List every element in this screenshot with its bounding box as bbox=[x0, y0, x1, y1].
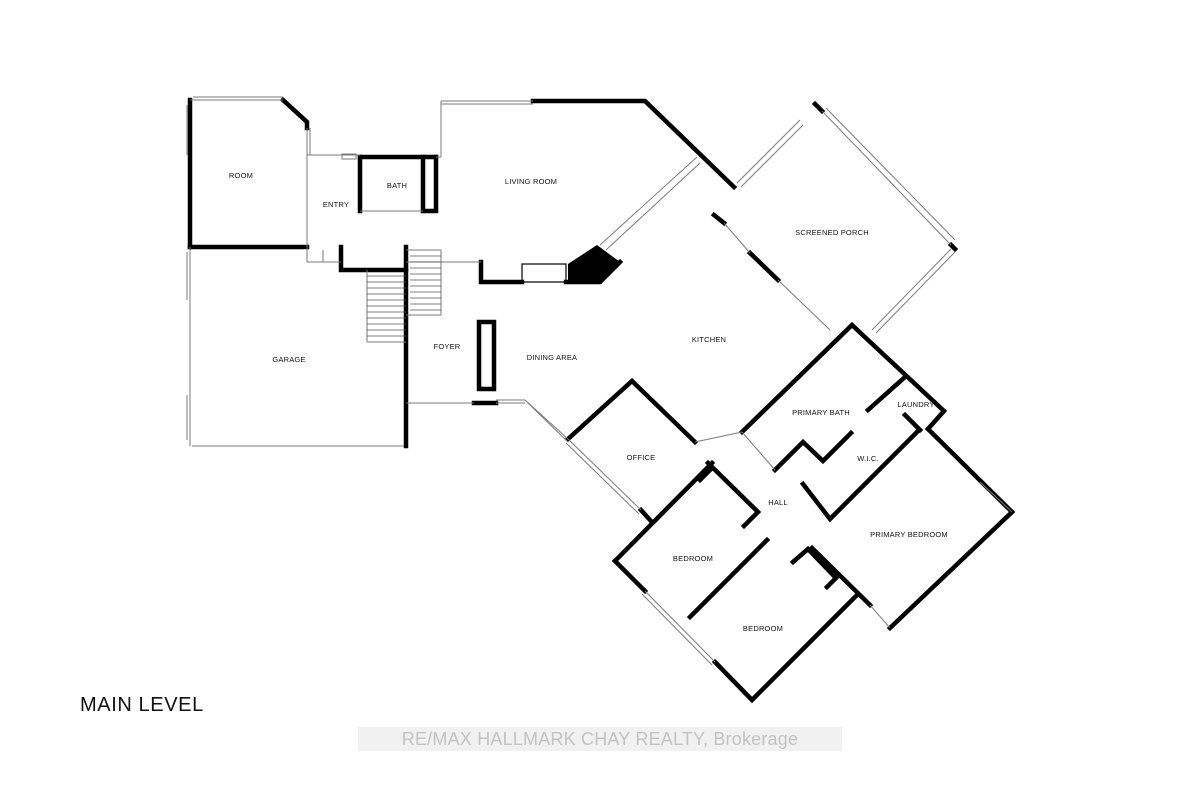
wall-room-ne bbox=[279, 96, 310, 131]
label-bedroom-2: BEDROOM bbox=[743, 624, 783, 633]
wall-primary-bath-north bbox=[738, 321, 948, 436]
wall-bedroom-1 bbox=[611, 459, 716, 565]
wall-porch-sw bbox=[746, 249, 782, 284]
label-kitchen: KITCHEN bbox=[692, 335, 726, 344]
wall-primary-bedroom bbox=[924, 425, 1016, 516]
walls bbox=[187, 96, 1016, 704]
label-primary-bath: PRIMARY BATH bbox=[792, 408, 850, 417]
label-entry: ENTRY bbox=[323, 200, 349, 209]
wall-laundry-inner bbox=[901, 411, 924, 434]
wall-garage-landing bbox=[338, 244, 409, 273]
label-primary-bedroom: PRIMARY BEDROOM bbox=[870, 530, 948, 539]
wall-bedroom-2 bbox=[711, 592, 860, 704]
label-hall: HALL bbox=[768, 498, 788, 507]
level-title: MAIN LEVEL bbox=[80, 694, 204, 716]
wall-office bbox=[564, 377, 699, 446]
wall-primary-bedroom-south bbox=[886, 508, 1016, 632]
wall-primary-bedroom-west bbox=[808, 544, 874, 609]
wall-porch-nw bbox=[710, 211, 728, 227]
dining-counter bbox=[476, 319, 497, 392]
label-room: ROOM bbox=[229, 171, 253, 180]
label-bath: BATH bbox=[387, 181, 407, 190]
fireplace bbox=[568, 245, 620, 282]
label-screened-porch: SCREENED PORCH bbox=[795, 228, 869, 237]
wall-bedroom-divider bbox=[686, 536, 771, 621]
wall-bedroom-1-west bbox=[611, 557, 649, 595]
stair-treads bbox=[367, 255, 441, 337]
wall-porch-se bbox=[947, 241, 959, 253]
label-wic: W.I.C. bbox=[857, 454, 879, 463]
wall-living-north bbox=[530, 98, 738, 191]
wall-office-hall bbox=[704, 459, 762, 530]
label-bedroom-1: BEDROOM bbox=[673, 554, 713, 563]
wall-porch-ne bbox=[811, 100, 826, 115]
label-foyer: FOYER bbox=[434, 342, 461, 351]
wall-living-south bbox=[478, 259, 525, 285]
label-garage: GARAGE bbox=[272, 355, 305, 364]
wall-wic bbox=[771, 429, 855, 474]
label-living-room: LIVING ROOM bbox=[505, 177, 557, 186]
watermark: RE/MAX HALLMARK CHAY REALTY, Brokerage bbox=[358, 727, 842, 751]
wall-wic-bottom bbox=[799, 428, 921, 523]
wall-bedroom-2-closet bbox=[789, 545, 840, 591]
room-labels: ROOM ENTRY BATH LIVING ROOM SCREENED POR… bbox=[229, 171, 948, 633]
wall-laundry bbox=[864, 373, 909, 414]
label-laundry: LAUNDRY bbox=[897, 400, 934, 409]
label-dining-area: DINING AREA bbox=[527, 353, 578, 362]
wall-office-sw bbox=[637, 506, 654, 524]
wall-hall-closet bbox=[696, 466, 714, 484]
label-office: OFFICE bbox=[627, 453, 656, 462]
hearth bbox=[521, 263, 567, 283]
thin-lines bbox=[186, 96, 1013, 666]
wall-bath-inner bbox=[420, 154, 439, 214]
